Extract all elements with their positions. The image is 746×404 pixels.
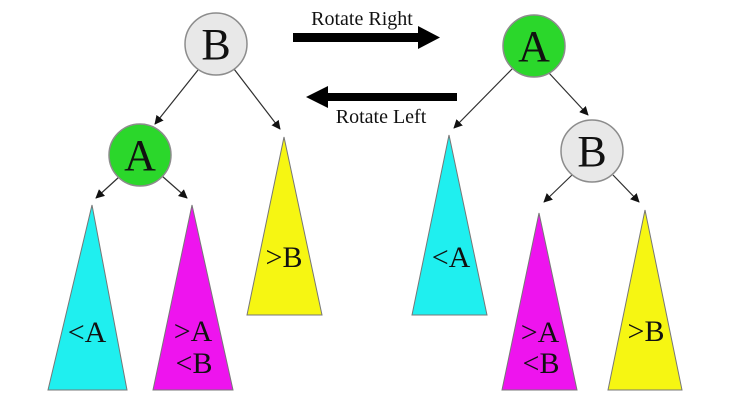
left-tree-edge-root-to-greater-b <box>233 68 281 130</box>
left-tree-node-b-circle <box>184 12 248 76</box>
right-tree-subtree-between <box>501 212 578 391</box>
left-tree-edge-root-to-a <box>154 69 199 125</box>
right-tree-greater-b-label: >B <box>628 315 665 348</box>
right-tree-edge-root-to-less-a <box>453 67 514 129</box>
rotation-arrows: Rotate Right Rotate Left <box>293 8 457 128</box>
right-tree-edge-root-to-b <box>548 72 589 116</box>
right-tree-edge-b-to-between <box>543 174 573 203</box>
right-tree-node-a-label: A <box>518 22 550 71</box>
left-tree-subtree-less-a <box>47 204 128 391</box>
right-tree-node-b-label: B <box>577 127 606 176</box>
left-tree-between-label-line2: <B <box>176 347 213 380</box>
right-tree-less-a-label: <A <box>432 241 471 274</box>
left-tree-edge-a-to-between <box>161 175 188 199</box>
rotate-right-arrow-icon <box>293 26 440 49</box>
left-tree-subtree-greater-b <box>246 136 323 316</box>
right-tree-node-a-circle <box>502 14 566 78</box>
left-tree-subtree-between <box>152 204 234 391</box>
rotate-left-arrow-icon <box>306 86 457 108</box>
left-tree-node-a-circle <box>108 123 172 187</box>
right-tree-between-label-line1: >A <box>521 316 560 349</box>
left-tree-node-a-label: A <box>124 131 156 180</box>
left-tree-between-label-line1: >A <box>174 315 213 348</box>
rotate-left-label: Rotate Left <box>336 106 427 128</box>
right-tree-between-label-line2: <B <box>523 347 560 380</box>
rotate-right-label: Rotate Right <box>311 8 413 30</box>
left-tree-edge-a-to-less-a <box>95 176 120 199</box>
right-tree-edge-b-to-greater-b <box>612 174 640 203</box>
left-tree-greater-b-label: >B <box>266 241 303 274</box>
right-tree-node-b-circle <box>560 119 624 183</box>
left-tree-less-a-label: <A <box>68 316 107 349</box>
right-tree: A B <A >A <B >B <box>411 14 683 391</box>
right-tree-subtree-greater-b <box>607 209 683 391</box>
left-tree: B A <A >A <B >B <box>47 12 323 391</box>
left-tree-node-b-label: B <box>201 20 230 69</box>
right-tree-subtree-less-a <box>411 134 488 316</box>
